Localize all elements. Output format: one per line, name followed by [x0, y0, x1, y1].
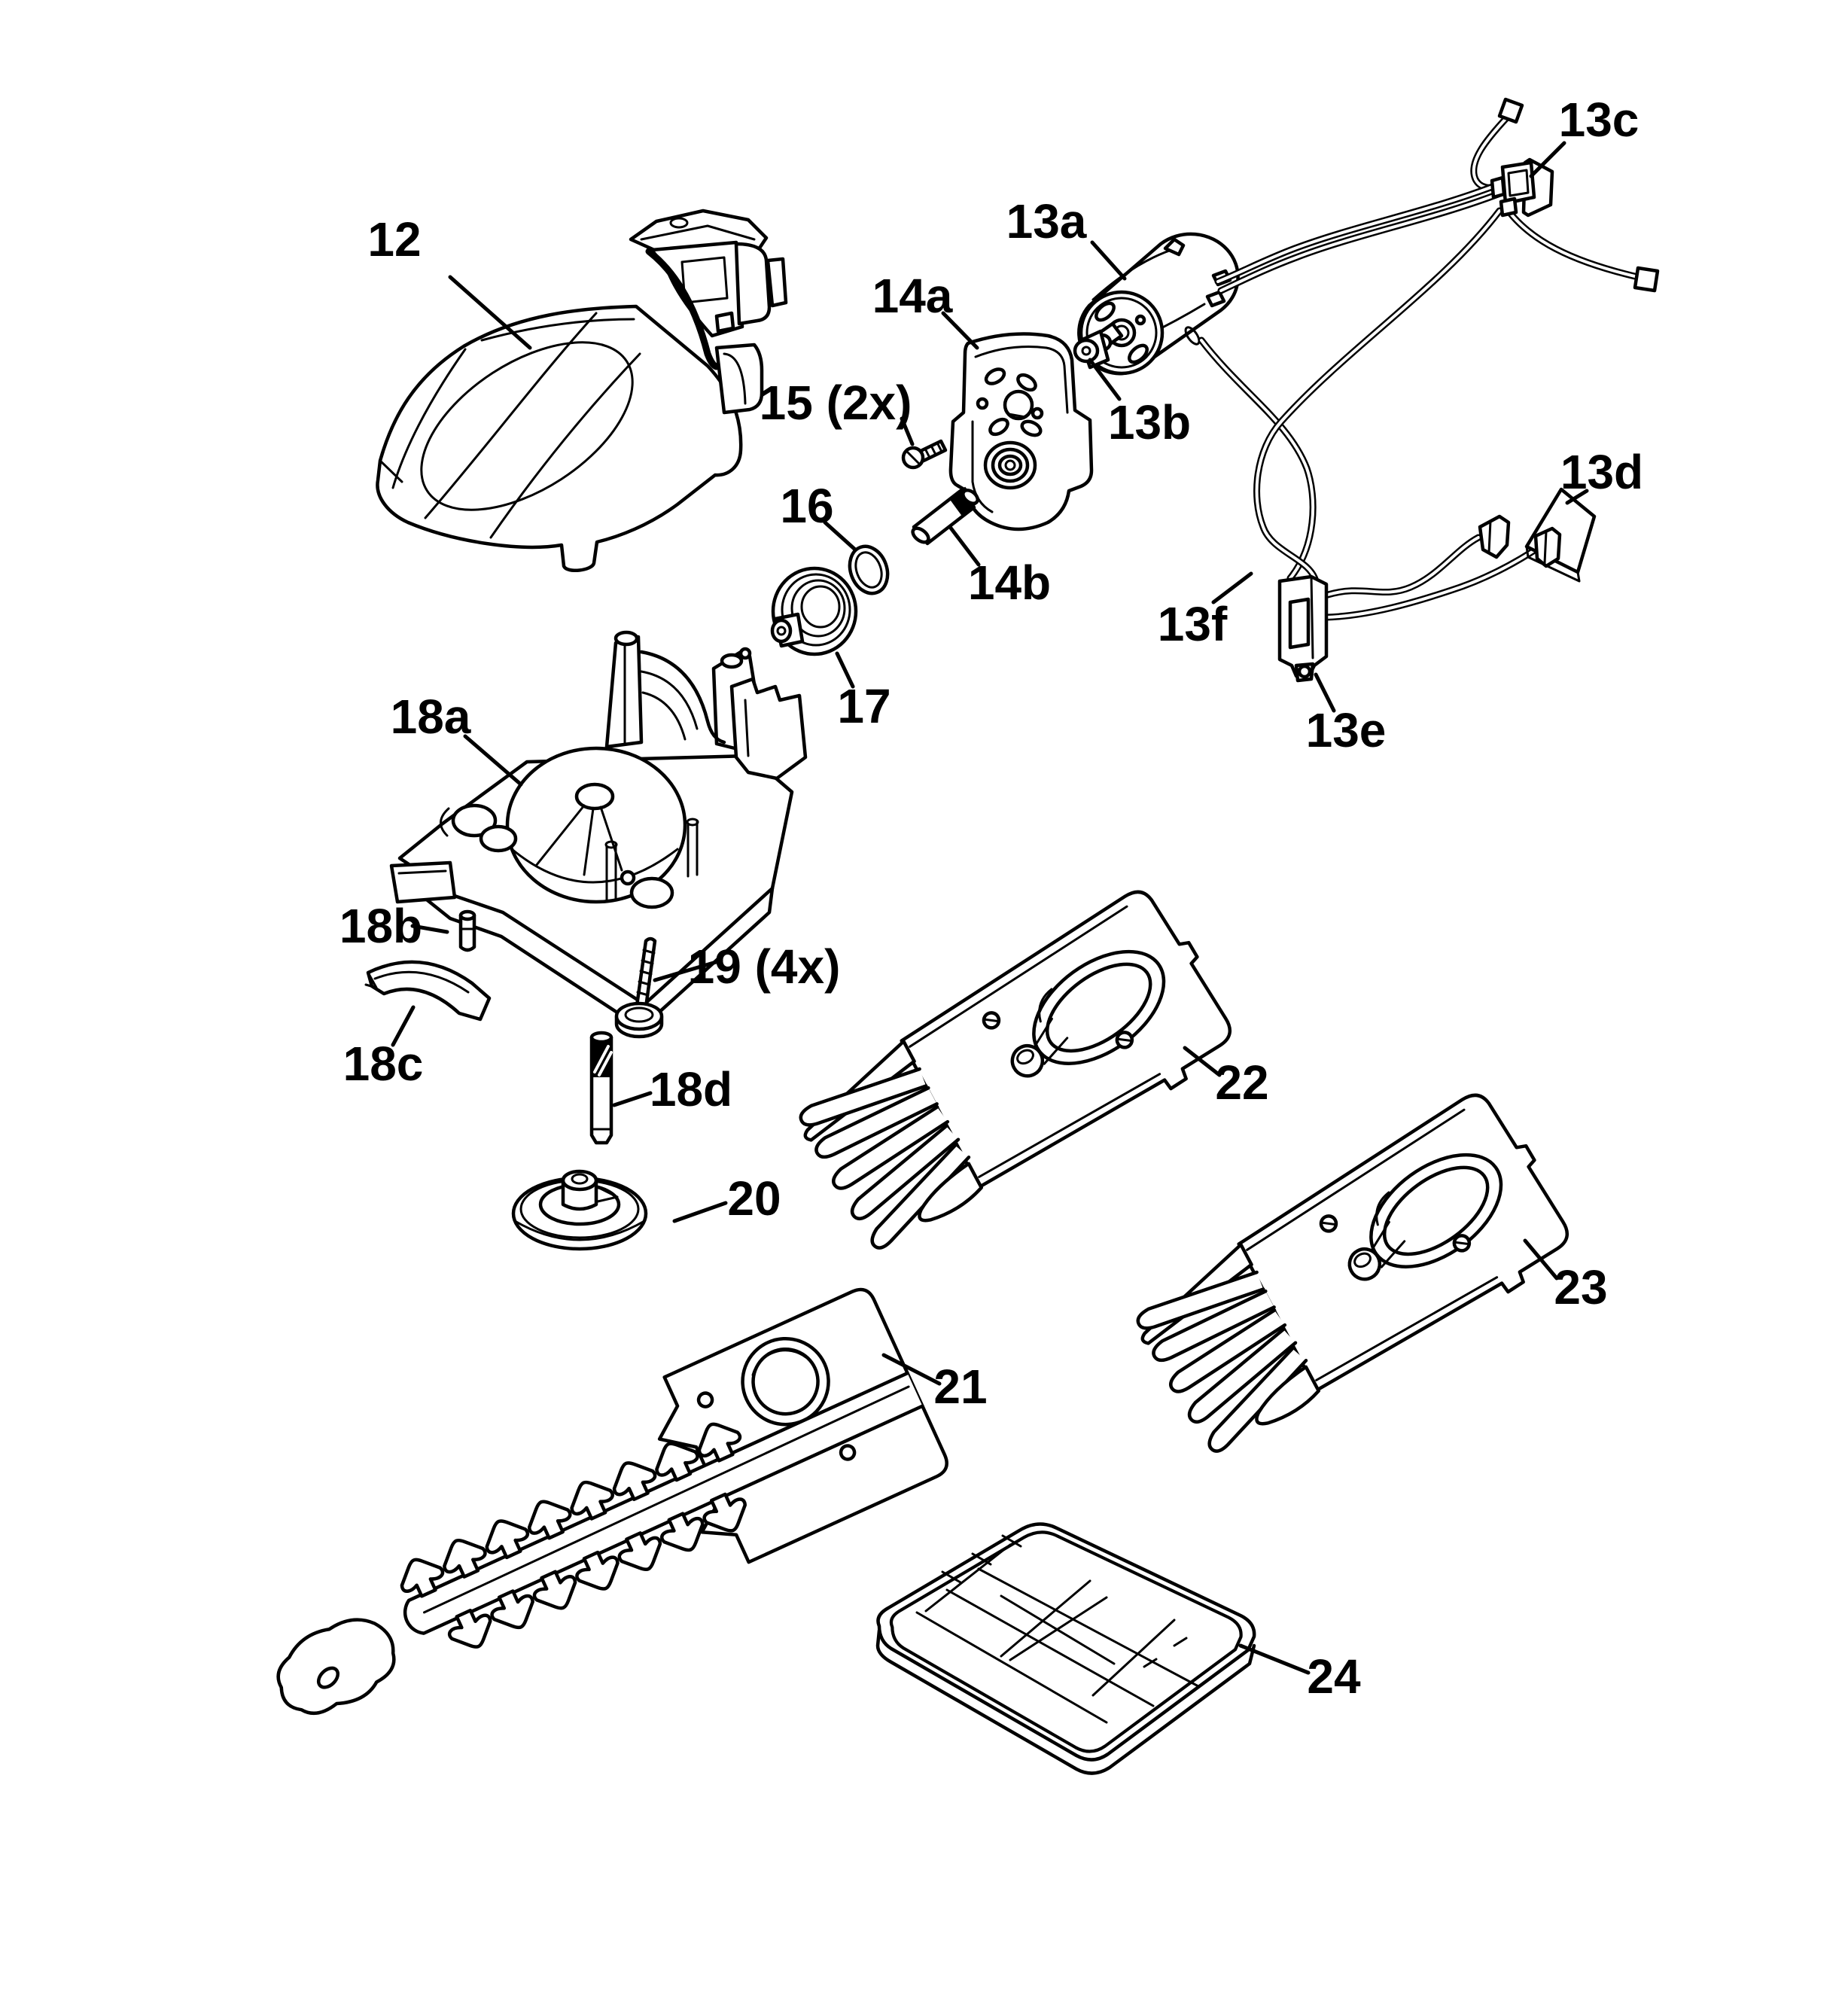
leader-20 — [672, 1201, 728, 1223]
part-13e-switch-drawing — [1277, 574, 1329, 683]
leader-16 — [823, 520, 857, 552]
leader-13b — [1088, 358, 1122, 401]
leader-17 — [835, 651, 855, 689]
part-16-o-ring-drawing — [848, 544, 890, 595]
wire-terminal — [1497, 97, 1524, 124]
callout-13f: 13f — [1158, 597, 1228, 651]
wire-harness-drawing — [1201, 97, 1660, 617]
leader-13e — [1314, 672, 1336, 713]
part-23-shear-blade-drawing — [1113, 1083, 1588, 1465]
callout-18c: 18c — [343, 1037, 424, 1091]
part-14b-pivot-pin-drawing — [911, 486, 979, 546]
part-13b-pinion-drawing — [1073, 321, 1124, 370]
callout-18a: 18a — [391, 690, 471, 744]
callout-24: 24 — [1307, 1649, 1361, 1704]
callout-leaders — [391, 141, 1589, 1675]
part-12-housing-cover-drawing — [376, 209, 788, 573]
callout-13e: 13e — [1306, 703, 1387, 757]
part-18c-spring-clip-drawing — [364, 960, 492, 1022]
leader-24 — [1238, 1643, 1311, 1675]
part-22-shear-blade-drawing — [776, 880, 1251, 1262]
callout-21: 21 — [933, 1360, 987, 1414]
leader-12 — [448, 275, 532, 350]
leader-22 — [1183, 1046, 1222, 1077]
callout-23: 23 — [1554, 1260, 1607, 1314]
leader-18b — [410, 924, 449, 934]
part-18d-stud-drawing — [589, 1031, 613, 1145]
leader-18d — [612, 1091, 653, 1107]
leader-14a — [941, 311, 979, 350]
leader-14b — [948, 525, 981, 567]
leader-13c — [1529, 141, 1566, 178]
callout-15: 15 (2x) — [760, 376, 912, 430]
part-20-cam-disc-drawing — [511, 1169, 648, 1251]
leader-19 — [653, 958, 723, 982]
leader-13a — [1090, 240, 1127, 281]
callout-14b: 14b — [968, 556, 1051, 610]
wire-terminal — [1633, 266, 1660, 293]
callout-13a: 13a — [1006, 194, 1087, 248]
part-24-guard-base-drawing — [875, 1522, 1256, 1775]
part-14a-gear-bracket-drawing — [948, 332, 1094, 531]
part-15-screw-drawing — [901, 439, 948, 470]
callout-12: 12 — [367, 212, 421, 266]
leader-15 — [900, 416, 915, 446]
leader-18a — [463, 734, 523, 787]
callout-18b: 18b — [339, 899, 422, 953]
part-18a-gearbox-base-drawing — [389, 630, 808, 1031]
callout-14a: 14a — [872, 269, 953, 323]
part-17-eccentric-gear-drawing — [770, 566, 858, 656]
callout-16: 16 — [780, 479, 833, 533]
leader-21 — [881, 1353, 942, 1386]
callout-13b: 13b — [1108, 395, 1191, 449]
part-18b-pin-drawing — [458, 909, 476, 952]
part-21-trimmer-blade-drawing — [276, 1287, 948, 1716]
leader-23 — [1523, 1238, 1559, 1281]
leader-18c — [391, 1005, 416, 1047]
callout-22: 22 — [1215, 1055, 1268, 1110]
callout-20: 20 — [727, 1171, 781, 1226]
part-13d-contact-plate-drawing — [1478, 487, 1597, 583]
callout-17: 17 — [837, 679, 891, 733]
leader-13d — [1565, 489, 1589, 505]
callout-13c: 13c — [1559, 93, 1639, 147]
leader-13f — [1211, 571, 1253, 604]
part-13c-charger-jack-drawing — [1490, 157, 1554, 218]
callout-18d: 18d — [650, 1062, 732, 1116]
part-19-screw-drawing — [614, 936, 664, 1039]
callout-13d: 13d — [1560, 445, 1643, 499]
callout-labels: 12 13a 13b 13c 13d 13e 13f 14a 14b 15 (2… — [339, 93, 1643, 1704]
callout-19: 19 (4x) — [688, 939, 841, 994]
